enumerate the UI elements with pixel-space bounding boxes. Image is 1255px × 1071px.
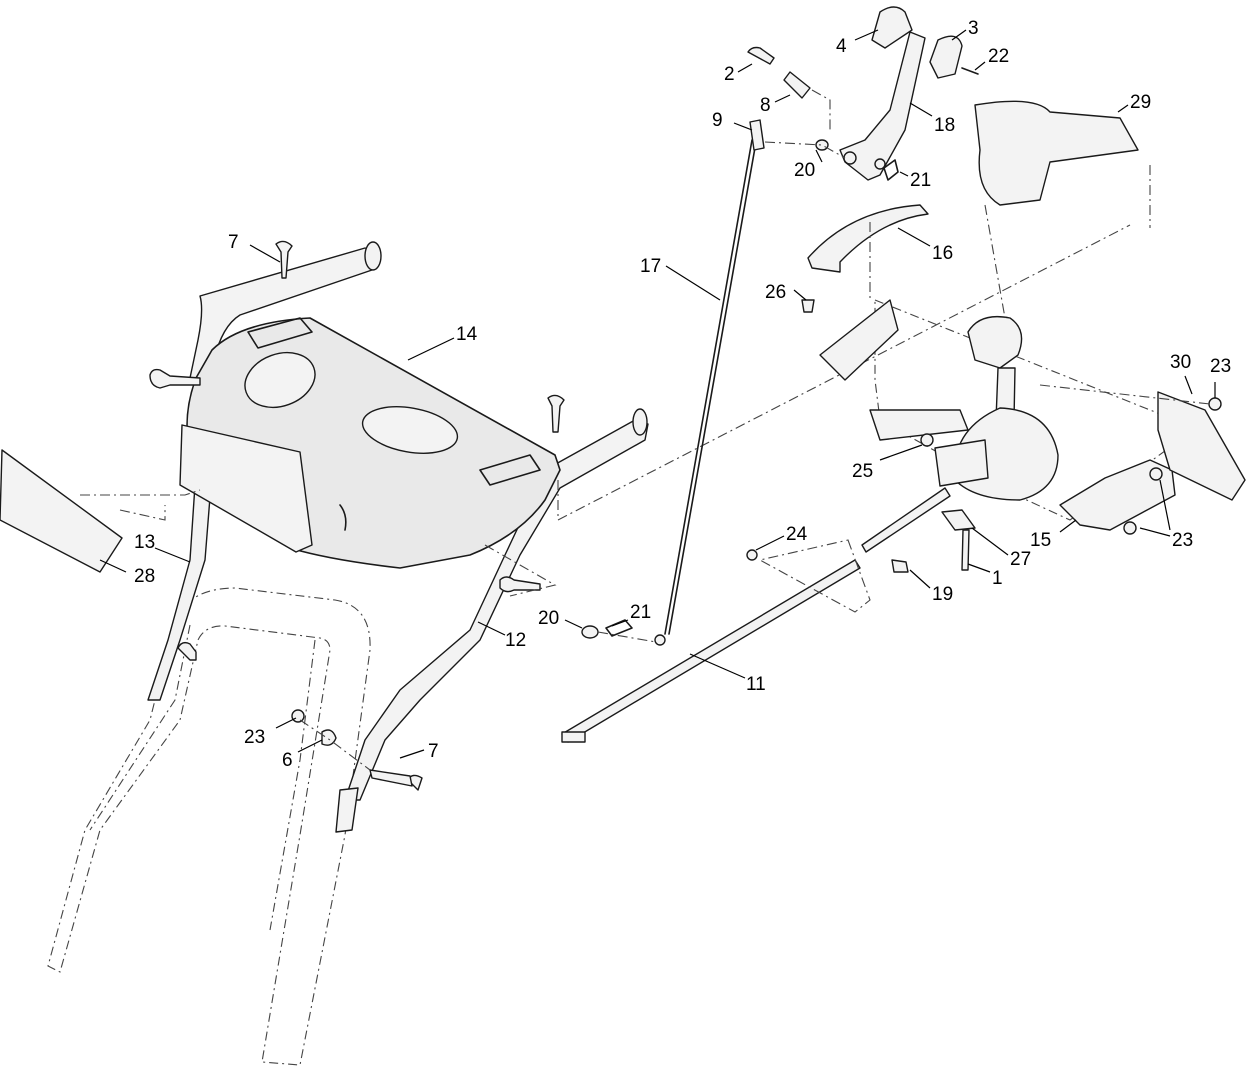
- nut-24: [746, 549, 758, 561]
- callout-23-right: 23: [1172, 530, 1193, 551]
- cover-29: [974, 100, 1139, 206]
- callout-7-top: 7: [228, 232, 239, 253]
- hairpin-21-lower: [605, 619, 633, 637]
- pin-7-top: [275, 240, 293, 279]
- callout-28: 28: [134, 566, 155, 587]
- nut-23-left: [291, 709, 305, 723]
- hairpin-21-upper: [883, 159, 899, 181]
- control-panel-14: [179, 317, 561, 569]
- callout-2: 2: [724, 64, 735, 85]
- handle-fasteners: [149, 240, 565, 791]
- decal-panel: [179, 424, 313, 553]
- shift-gate-16: [807, 204, 929, 273]
- guard-30: [1157, 391, 1246, 501]
- callout-4: 4: [836, 36, 847, 57]
- callout-30: 30: [1170, 352, 1191, 373]
- bolt-19: [891, 559, 909, 573]
- callout-19: 19: [932, 584, 953, 605]
- callout-7-bottom: 7: [428, 741, 439, 762]
- callout-22: 22: [988, 46, 1009, 67]
- callout-14: 14: [456, 324, 478, 345]
- clamp-27: [941, 509, 976, 531]
- callout-3: 3: [968, 18, 979, 39]
- washer-20-upper: [815, 139, 829, 151]
- callout-21-top: 21: [910, 170, 931, 191]
- screw-26: [801, 299, 815, 313]
- callout-21-bottom: 21: [630, 602, 651, 623]
- callout-25: 25: [852, 461, 873, 482]
- upper-handle-right-12: [335, 408, 649, 833]
- nut-23-top: [1208, 397, 1222, 411]
- callout-27: 27: [1010, 549, 1031, 570]
- lower-handle-phantom: [47, 587, 371, 1066]
- leader-lines: [99, 29, 1216, 759]
- callout-18: 18: [934, 115, 955, 136]
- shift-lever-assembly: [747, 6, 979, 181]
- decal-28: [0, 449, 123, 573]
- left-opening: [244, 351, 316, 409]
- callout-24: 24: [786, 524, 808, 545]
- callout-20-bottom: 20: [538, 608, 559, 629]
- callout-29: 29: [1130, 92, 1151, 113]
- nut-23-low: [1123, 521, 1137, 535]
- rod-11: [561, 487, 951, 743]
- carriage-bolt-right: [499, 576, 541, 593]
- callout-9: 9: [712, 110, 723, 131]
- assembly-lines-right: [869, 165, 1211, 405]
- shift-lever-18: [839, 31, 926, 181]
- pin-7-bottom: [369, 769, 413, 787]
- left-handle-tube-end: [364, 241, 382, 271]
- lower-clip-parts: [581, 619, 657, 643]
- callout-20-top: 20: [794, 160, 815, 181]
- lever-handle-4: [871, 6, 913, 49]
- handle-knob: [177, 641, 197, 661]
- callout-23-left: 23: [244, 727, 265, 748]
- callout-26: 26: [765, 282, 786, 303]
- washer-6: [321, 729, 337, 746]
- callout-13: 13: [134, 532, 155, 553]
- callout-labels: 7 14 13 28 12 23 6 7 17 9 8 2 4 3 22 18 …: [134, 18, 1231, 771]
- center-opening: [361, 406, 459, 454]
- callout-16: 16: [932, 243, 953, 264]
- nut-23-mid: [1149, 467, 1163, 481]
- callout-11: 11: [746, 674, 766, 695]
- callout-12: 12: [505, 630, 526, 651]
- nut-25: [920, 433, 934, 447]
- chute-control: [920, 315, 1059, 571]
- rod-end-9: [749, 119, 765, 151]
- screw-22: [961, 67, 979, 75]
- callout-23-top: 23: [1210, 356, 1231, 377]
- right-handle-tube-end: [632, 408, 648, 436]
- control-bracket-15: [819, 299, 1181, 531]
- pin-right-top: [547, 394, 565, 433]
- callout-1: 1: [992, 568, 1003, 589]
- callout-17: 17: [640, 256, 661, 277]
- washer-20-lower: [581, 625, 599, 639]
- callout-6: 6: [282, 750, 293, 771]
- bolt-1: [961, 529, 970, 571]
- bolt-2: [747, 46, 775, 65]
- knob-3: [929, 35, 963, 79]
- shift-rod-17: [654, 119, 765, 646]
- callout-15: 15: [1030, 530, 1051, 551]
- callout-8: 8: [760, 95, 771, 116]
- spring-8: [783, 71, 811, 99]
- carriage-bolt-left: [149, 368, 201, 389]
- control-knob: [967, 315, 1023, 369]
